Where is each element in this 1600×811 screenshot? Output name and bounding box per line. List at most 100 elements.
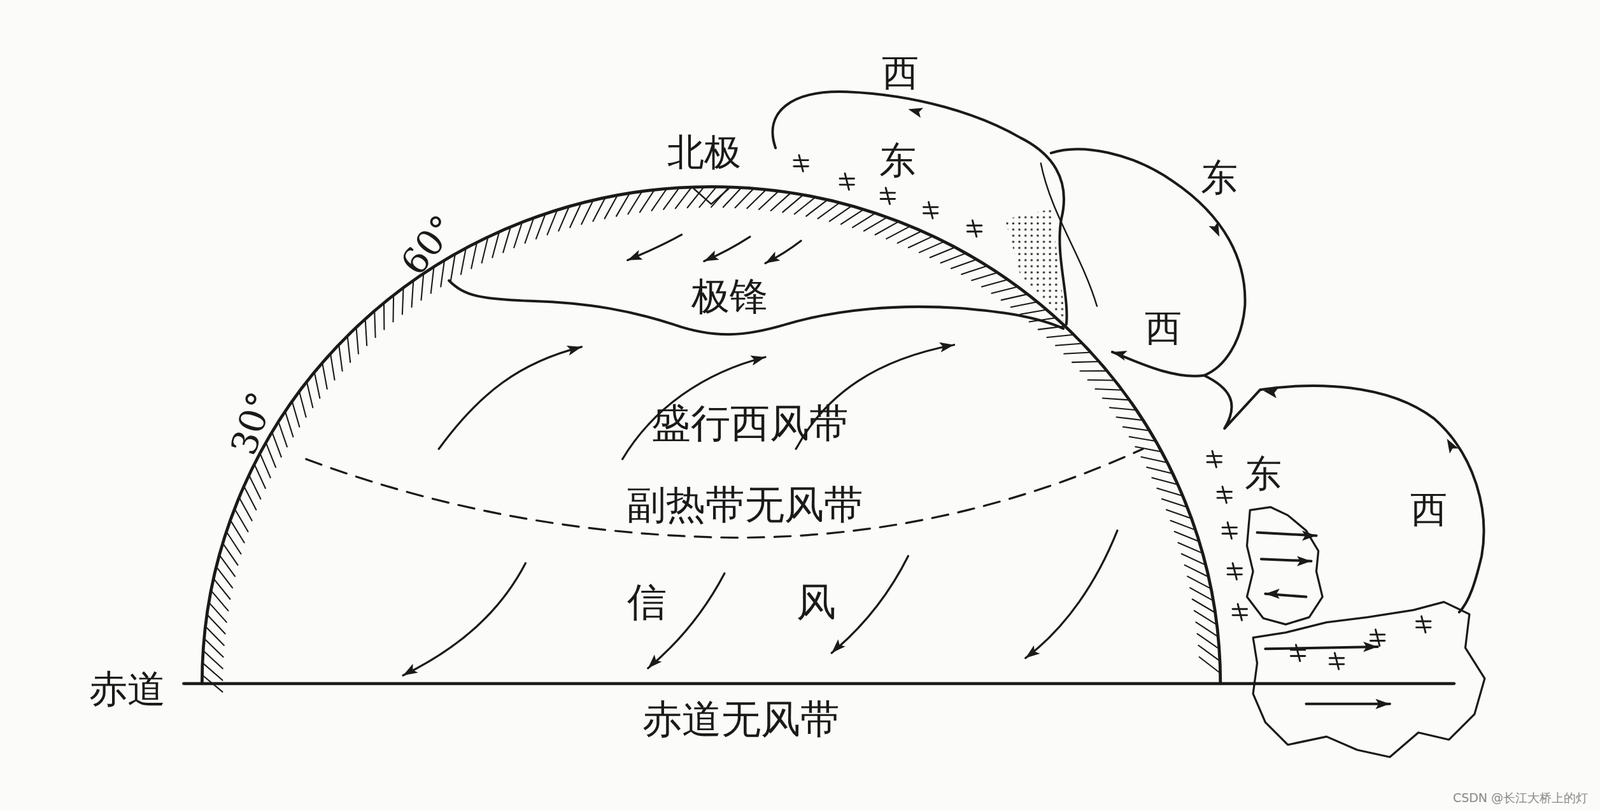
hatch-stroke xyxy=(908,236,933,248)
direction-label: 西 xyxy=(1142,308,1185,349)
arrowhead xyxy=(625,250,644,265)
arrowhead xyxy=(906,104,924,118)
arrowhead xyxy=(644,654,662,672)
hatch-stroke xyxy=(1072,361,1099,363)
latitude-label: 30° xyxy=(222,385,282,463)
hatch-stroke xyxy=(1109,407,1137,411)
arrowhead xyxy=(939,339,956,353)
belt-label: 盛行西风带 xyxy=(648,401,852,446)
hatch-stroke xyxy=(951,259,977,269)
pole-notch xyxy=(693,188,729,204)
hatch-stroke xyxy=(392,295,395,323)
hatch-stroke xyxy=(365,318,367,346)
hatch-stroke xyxy=(299,391,307,418)
front-tick xyxy=(1222,486,1227,503)
arrowhead xyxy=(400,664,418,680)
hatch-stroke xyxy=(919,241,945,253)
hatch-stroke xyxy=(961,266,987,275)
front-tick xyxy=(928,201,933,219)
belt-label: 赤道无风带 xyxy=(639,697,843,742)
hatch-stroke xyxy=(971,272,998,281)
arrowhead xyxy=(1375,699,1390,710)
front-ticks xyxy=(793,155,1431,670)
hatch-stroke xyxy=(1063,352,1091,354)
surface-wind-arrows xyxy=(403,234,1118,676)
hatch-stroke xyxy=(402,287,404,315)
hatch-stroke xyxy=(1199,657,1221,673)
hatch-stroke xyxy=(248,474,261,499)
front-tick xyxy=(844,173,849,190)
hatch-stroke xyxy=(338,344,343,371)
hatch-stroke xyxy=(1095,389,1122,391)
upper-air-flow xyxy=(772,91,1485,758)
arrowhead xyxy=(1296,555,1311,567)
direction-label: 东 xyxy=(1242,453,1285,495)
front-tick xyxy=(1227,522,1232,540)
direction-label: 东 xyxy=(876,140,919,182)
hatch-stroke xyxy=(1019,310,1047,315)
hatch-stroke xyxy=(1011,301,1038,307)
arrowheads xyxy=(400,104,1459,710)
hatch-stroke xyxy=(330,353,335,381)
arrowhead xyxy=(1022,645,1041,663)
equator-label: 赤道 xyxy=(86,667,169,710)
front-tick xyxy=(1237,604,1242,621)
hatch-stroke xyxy=(383,303,385,330)
hatch-stroke xyxy=(1001,294,1028,300)
pole-label: 北极 xyxy=(664,132,744,174)
scaled-art xyxy=(183,91,1485,758)
arrowhead xyxy=(1208,221,1224,239)
arrowhead xyxy=(762,251,780,268)
hatch-stroke xyxy=(450,254,456,281)
hatch-stroke xyxy=(897,231,922,244)
hatch-stroke xyxy=(254,464,266,489)
front-tick xyxy=(1375,629,1380,647)
arrowhead xyxy=(1442,436,1459,454)
hatch-stroke xyxy=(226,531,242,554)
hatch-stroke xyxy=(852,213,876,228)
front-label: 极锋 xyxy=(688,275,771,318)
hatch-stroke xyxy=(278,422,288,447)
direction-label: 东 xyxy=(1198,158,1241,200)
hatch-stroke xyxy=(627,191,642,215)
front-tick xyxy=(799,155,803,172)
front-tick xyxy=(885,187,890,205)
hatch-stroke xyxy=(243,486,256,510)
hatch-stroke xyxy=(616,192,630,216)
arrowhead xyxy=(566,341,584,356)
front-tick xyxy=(1212,450,1217,468)
hatch-stroke xyxy=(1116,417,1144,421)
hatch-stroke xyxy=(322,362,328,390)
hatch-stroke xyxy=(314,372,321,399)
arrowhead xyxy=(1302,530,1317,541)
hatch-stroke xyxy=(930,247,956,258)
equator-line xyxy=(183,681,1454,686)
belt-label: 副热带无风带 xyxy=(623,483,866,527)
hatch-stroke xyxy=(234,508,248,532)
hatch-stroke xyxy=(271,432,281,458)
hatch-stroke xyxy=(230,520,245,543)
hatch-stroke xyxy=(239,497,253,521)
front-tick xyxy=(1334,653,1339,670)
hatch-stroke xyxy=(1129,436,1156,442)
subtropical-line xyxy=(306,448,1143,538)
front-tick xyxy=(1295,644,1300,662)
hatch-stroke xyxy=(306,382,314,408)
front-tick xyxy=(1232,563,1237,581)
hatch-stroke xyxy=(863,217,887,231)
arrowhead xyxy=(1265,588,1280,600)
hatch-stroke xyxy=(285,411,294,437)
arrowhead xyxy=(828,639,846,657)
hatch-stroke xyxy=(991,286,1018,293)
hatch-stroke xyxy=(1102,397,1130,400)
hatch-stroke xyxy=(1088,379,1115,382)
watermark: CSDN @长江大桥上的灯 xyxy=(1450,791,1591,805)
rim-hatching xyxy=(201,186,1220,693)
arrowhead xyxy=(701,250,719,267)
arrowhead xyxy=(1111,346,1128,361)
front-tick xyxy=(972,220,977,237)
direction-label: 西 xyxy=(879,52,922,94)
hatch-stroke xyxy=(440,260,445,287)
arrowhead xyxy=(1363,641,1378,652)
